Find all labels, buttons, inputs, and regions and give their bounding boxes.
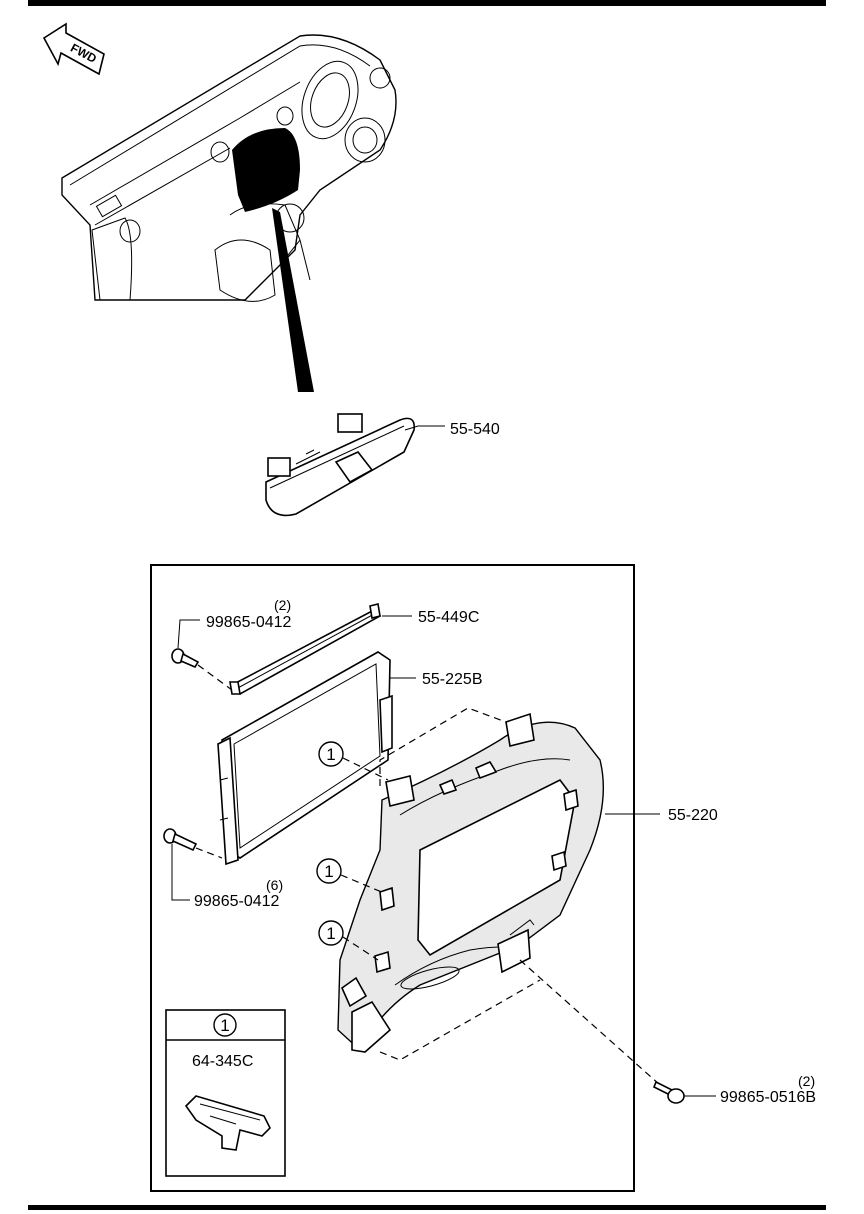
svg-text:1: 1 — [326, 745, 335, 764]
label-55-449c: 55-449C — [418, 609, 479, 626]
label-55-540: 55-540 — [450, 421, 500, 438]
qty-screw-top: (2) — [274, 597, 291, 613]
label-55-220: 55-220 — [668, 807, 718, 824]
legend-part-number: 64-345C — [192, 1053, 253, 1070]
label-screw-bottom: 99865-0516B — [720, 1089, 816, 1106]
ref-guide-1a — [342, 757, 389, 781]
location-pointer — [272, 208, 314, 392]
label-screw-side: 99865-0412 — [194, 893, 280, 910]
qty-screw-bottom: (2) — [798, 1073, 815, 1089]
svg-text:1: 1 — [324, 862, 333, 881]
ref-callout: 1 — [318, 920, 344, 946]
highlighted-location — [232, 128, 300, 212]
part-55-540-illustration — [265, 413, 416, 517]
part-55-449c-illustration — [229, 603, 382, 696]
top-border-bar — [28, 0, 826, 6]
dashboard-illustration — [61, 34, 397, 392]
screw-icon — [163, 828, 198, 852]
ref-callout: 1 — [318, 741, 344, 767]
screw-icon — [171, 648, 200, 669]
part-55-220-illustration — [337, 712, 604, 1053]
legend-ref: 1 — [220, 1016, 229, 1035]
ref-callout: 1 — [316, 858, 342, 884]
screw-icon — [652, 1080, 685, 1104]
legend-box: 1 64-345C — [165, 1009, 286, 1177]
screw-top-guide — [197, 664, 233, 691]
bezel-guide-top — [379, 707, 507, 786]
qty-screw-side: (6) — [266, 877, 283, 893]
leader-screw-top — [177, 619, 200, 649]
label-screw-top: 99865-0412 — [206, 614, 292, 631]
leader-55-540 — [404, 425, 445, 431]
svg-text:1: 1 — [326, 924, 335, 943]
bottom-border-bar — [28, 1205, 826, 1210]
assembly-box — [150, 564, 635, 1192]
ref-guide-1b — [340, 874, 385, 894]
screw-bottom-guide — [519, 959, 661, 1086]
screw-side-guide — [195, 847, 223, 859]
fwd-arrow-icon: FWD — [42, 22, 105, 76]
part-55-225b-illustration — [217, 651, 393, 866]
ref-guide-1c — [342, 936, 379, 961]
leader-screw-side — [171, 844, 190, 901]
clip-icon — [184, 1095, 271, 1151]
label-55-225b: 55-225B — [422, 671, 483, 688]
